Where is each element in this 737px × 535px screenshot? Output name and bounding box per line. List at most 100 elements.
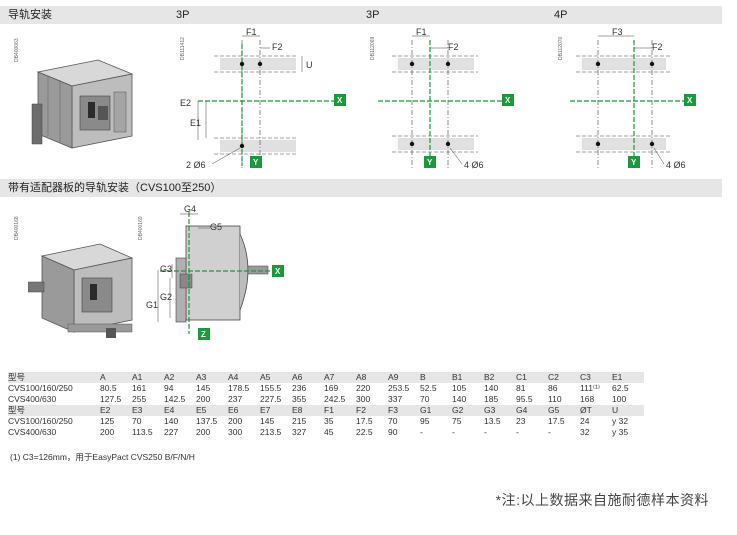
table-cell: 35: [324, 416, 334, 426]
dimension-table: 型号 A A1 A2 A3 A4 A5 A6 A7 A8 A9 B B1 B2 …: [8, 372, 644, 438]
dim-g1: G1: [146, 300, 158, 310]
table-header-row: 型号 A A1 A2 A3 A4 A5 A6 A7 A8 A9 B B1 B2 …: [8, 372, 644, 383]
column-label-4p: 4P: [554, 9, 568, 21]
svg-text:X: X: [505, 96, 511, 105]
table-cell: 24: [580, 416, 590, 426]
dim-u: U: [306, 60, 313, 70]
table-cell: 145: [196, 383, 211, 393]
section-title: 导轨安装: [8, 9, 52, 21]
axis-x-marker: [684, 94, 696, 106]
table-cell: 215: [292, 416, 307, 426]
table-cell: CVS400/630: [8, 394, 57, 404]
table-cell: CVS100/160/250: [8, 416, 73, 426]
dim-e2: E2: [180, 98, 191, 108]
svg-text:Y: Y: [631, 158, 637, 167]
table-cell: G1: [420, 405, 452, 416]
dim-f2: F2: [652, 42, 663, 52]
table-cell: CVS100/160/250: [8, 383, 73, 393]
table-cell: E4: [164, 405, 196, 416]
table-cell: 17.5: [548, 416, 565, 426]
svg-text:Y: Y: [253, 158, 259, 167]
dim-g2: G2: [160, 292, 172, 302]
section-title: 带有适配器板的导轨安装（CVS100至250）: [8, 182, 222, 194]
table-cell: U: [612, 405, 644, 416]
table-cell: 127.5: [100, 394, 122, 404]
table-cell: E2: [100, 405, 132, 416]
table-cell: 253.5: [388, 383, 410, 393]
table-cell: 327: [292, 427, 307, 437]
table-cell: 169: [324, 383, 339, 393]
table-cell: 242.5: [324, 394, 346, 404]
table-cell: 227: [164, 427, 179, 437]
axis-x-marker: [272, 265, 284, 277]
column-label-3p-b: 3P: [366, 9, 380, 21]
table-cell: F3: [388, 405, 420, 416]
table-cell: B: [420, 372, 452, 383]
table-footnote: (1) C3=126mm，用于EasyPact CVS250 B/F/N/H: [10, 452, 195, 462]
table-cell: E7: [260, 405, 292, 416]
table-cell: E8: [292, 405, 324, 416]
table-cell: 200: [196, 394, 211, 404]
svg-text:Z: Z: [201, 330, 206, 339]
table-cell: A: [100, 372, 132, 383]
dim-e1: E1: [190, 118, 201, 128]
label-holes: 4 Ø6: [666, 160, 686, 170]
axis-y-marker: [628, 156, 640, 168]
table-cell: A9: [388, 372, 420, 383]
svg-text:X: X: [275, 267, 281, 276]
table-cell: 17.5: [356, 416, 373, 426]
table-cell: 32: [580, 427, 590, 437]
table-cell: 70: [420, 394, 430, 404]
svg-text:X: X: [337, 96, 343, 105]
table-cell: G5: [548, 405, 580, 416]
table-cell: -: [484, 427, 487, 437]
table-cell: A3: [196, 372, 228, 383]
table-cell: -: [452, 427, 455, 437]
table-cell: 355: [292, 394, 307, 404]
svg-text:Y: Y: [427, 158, 433, 167]
table-cell: 140: [452, 394, 467, 404]
table-cell: A6: [292, 372, 324, 383]
table-cell: 200: [228, 416, 243, 426]
table-cell: 52.5: [420, 383, 437, 393]
rail-diagram-3p-a: F1 F2 U E2 E1 2 Ø6 X Y: [180, 28, 346, 170]
table-cell: 94: [164, 383, 174, 393]
table-cell: A8: [356, 372, 388, 383]
table-cell: E3: [132, 405, 164, 416]
table-cell: B1: [452, 372, 484, 383]
table-cell: 110: [548, 394, 562, 404]
table-cell: C2: [548, 372, 580, 383]
table-cell: E5: [196, 405, 228, 416]
table-cell: 300: [228, 427, 243, 437]
figure-code: DB400168: [14, 216, 20, 240]
table-cell: C3: [580, 372, 612, 383]
table-cell: 237: [228, 394, 243, 404]
table-cell: 86: [548, 383, 558, 393]
dim-f3: F3: [612, 28, 623, 37]
table-cell: A2: [164, 372, 196, 383]
table-cell: F1: [324, 405, 356, 416]
table-cell: G3: [484, 405, 516, 416]
axis-x-marker: [502, 94, 514, 106]
table-cell: B2: [484, 372, 516, 383]
table-cell: E1: [612, 372, 644, 383]
table-cell: E6: [228, 405, 260, 416]
table-cell: 45: [324, 427, 334, 437]
section-band-rail: 导轨安装 3P 3P 4P: [0, 6, 722, 24]
table-cell: 178.5: [228, 383, 250, 393]
table-cell: 161: [132, 383, 147, 393]
table-cell: 70: [132, 416, 142, 426]
table-cell: 90: [388, 427, 398, 437]
label-holes: 4 Ø6: [464, 160, 484, 170]
dim-g3: G3: [160, 264, 172, 274]
dim-f2: F2: [448, 42, 459, 52]
dim-g5: G5: [210, 222, 222, 232]
table-cell: 105: [452, 383, 467, 393]
table-cell: 140: [484, 383, 499, 393]
table-cell: 75: [452, 416, 462, 426]
table-cell: A1: [132, 372, 164, 383]
rail-diagram-4p: F3 F2 4 Ø6 X Y: [570, 28, 696, 170]
table-cell: 300: [356, 394, 371, 404]
